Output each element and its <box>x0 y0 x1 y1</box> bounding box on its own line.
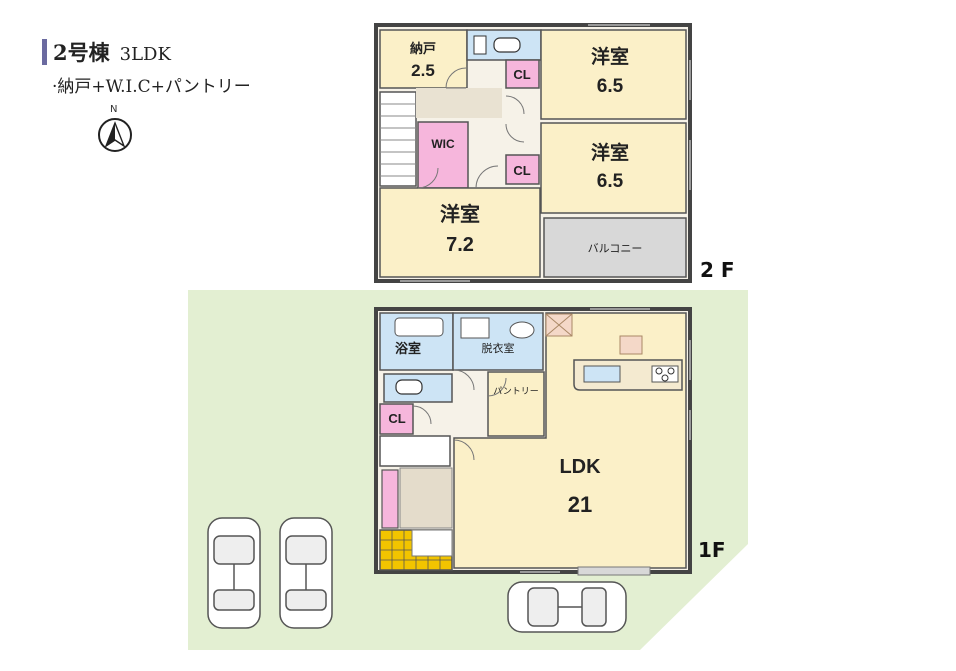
room-sw-size: 7.2 <box>446 234 474 256</box>
pantry-label: パントリー <box>493 386 538 396</box>
compass: N <box>94 104 138 160</box>
closet-2f-lower <box>505 154 540 185</box>
wood-deck <box>577 566 651 576</box>
compass-north-label: N <box>110 104 118 115</box>
cl-label-1f: CL <box>388 411 405 426</box>
floor-2-label: 2 F <box>700 258 735 282</box>
storage-size: 2.5 <box>411 61 435 80</box>
bath-label: 浴室 <box>395 341 421 356</box>
parking-car-2 <box>279 517 333 629</box>
ldk-name: LDK <box>559 456 601 478</box>
balcony-label: バルコニー <box>588 242 643 255</box>
ldk-size: 21 <box>568 492 592 517</box>
cl-label-2f-lower: CL <box>513 163 530 178</box>
hallway-1f <box>399 467 453 529</box>
floor-2-plan <box>374 23 692 283</box>
western-room-ne <box>540 29 687 120</box>
compass-circle <box>98 118 132 152</box>
parking-car-1 <box>207 517 261 629</box>
shoe-closet <box>381 469 399 529</box>
room-ne-size: 6.5 <box>597 76 624 97</box>
stairs-1f <box>379 435 451 467</box>
stairs-2f <box>379 91 417 187</box>
layout-type: 3LDK <box>119 44 171 65</box>
closet-1f <box>379 403 414 435</box>
balcony <box>543 217 687 278</box>
title-accent-bar <box>42 39 47 65</box>
room-labels: 納戸 2.5 洋室 6.5 洋室 6.5 洋室 7.2 WIC CL CL バル… <box>388 41 642 517</box>
room-e-size: 6.5 <box>597 171 624 192</box>
plan-subtitle: ·納戸+W.I.C+パントリー <box>52 77 251 97</box>
plan-title: 2号棟 3LDK <box>42 34 171 67</box>
compass-arrow-icon <box>104 121 126 148</box>
room-ne-name: 洋室 <box>591 45 629 68</box>
floor-1-plan <box>374 307 692 576</box>
western-room-e <box>540 122 687 214</box>
cl-label-2f-upper: CL <box>513 67 530 82</box>
room-sw-name: 洋室 <box>440 202 480 226</box>
parking-car-3 <box>507 581 627 633</box>
storage-name: 納戸 <box>410 41 436 56</box>
dressing-label: 脱衣室 <box>482 341 515 355</box>
walk-in-closet <box>417 121 469 189</box>
pantry <box>487 371 545 437</box>
floor-1-label: 1F <box>698 538 726 562</box>
hallway-2f <box>416 88 502 118</box>
building-name: 2号棟 <box>53 40 110 65</box>
western-room-sw <box>379 187 541 278</box>
room-e-name: 洋室 <box>591 141 629 164</box>
closet-2f-upper <box>505 59 540 89</box>
wic-label: WIC <box>431 137 455 151</box>
